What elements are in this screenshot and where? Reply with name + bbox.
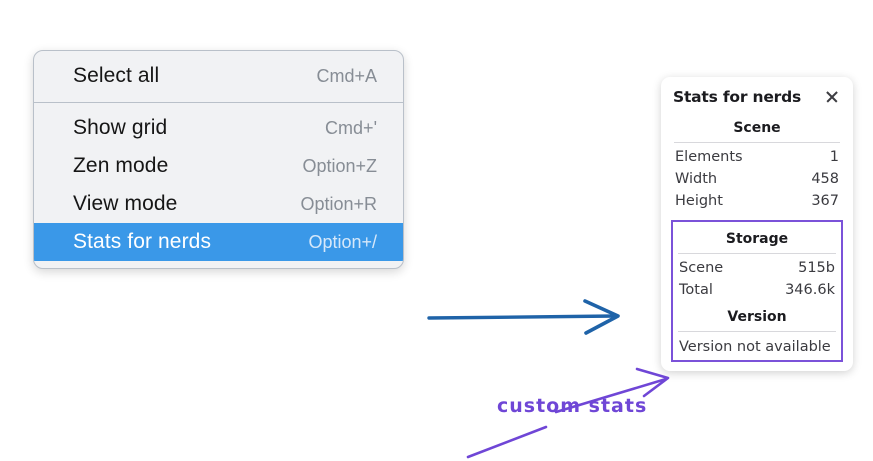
purple-underline-stroke [466, 425, 548, 459]
scene-section-divider [674, 142, 840, 143]
menu-item-label: Select all [73, 64, 160, 87]
stat-key: Width [675, 171, 718, 187]
menu-item-shortcut: Cmd+A [316, 65, 377, 86]
close-icon[interactable] [824, 89, 840, 105]
stats-panel-header: Stats for nerds [672, 86, 842, 112]
menu-item-shortcut: Option+Z [302, 155, 377, 176]
menu-item-label: Stats for nerds [73, 230, 212, 253]
stats-for-nerds-panel: Stats for nerds Scene Elements 1 Width 4… [661, 77, 853, 371]
menu-item-show-grid[interactable]: Show grid Cmd+' [34, 109, 403, 147]
stat-value: 458 [811, 171, 839, 187]
stat-row-storage-scene: Scene 515b [676, 257, 838, 279]
stat-row-storage-total: Total 346.6k [676, 279, 838, 301]
menu-item-view-mode[interactable]: View mode Option+R [34, 185, 403, 223]
storage-section-heading: Storage [725, 231, 789, 247]
stat-row-elements: Elements 1 [672, 146, 842, 168]
scene-section-heading: Scene [733, 120, 781, 136]
custom-stats-annotation-label: custom stats [497, 395, 648, 417]
menu-item-shortcut: Cmd+' [325, 117, 377, 138]
version-section-heading: Version [727, 309, 787, 325]
stat-value: 515b [798, 260, 835, 276]
stat-value: 346.6k [785, 282, 835, 298]
stat-row-width: Width 458 [672, 168, 842, 190]
stat-value: 367 [811, 193, 839, 209]
context-menu: Select all Cmd+A Show grid Cmd+' Zen mod… [33, 50, 404, 269]
menu-item-stats-for-nerds[interactable]: Stats for nerds Option+/ [34, 223, 403, 261]
storage-section-divider [678, 253, 836, 254]
stat-key: Scene [679, 260, 724, 276]
menu-item-shortcut: Option+/ [308, 231, 377, 252]
stats-panel-title: Stats for nerds [673, 88, 802, 106]
blue-arrow-icon [427, 299, 620, 335]
menu-group-1: Select all Cmd+A [34, 51, 403, 102]
menu-item-select-all[interactable]: Select all Cmd+A [34, 57, 403, 95]
stat-key: Height [675, 193, 723, 209]
version-section-divider [678, 331, 836, 332]
menu-item-label: Zen mode [73, 154, 169, 177]
menu-item-shortcut: Option+R [300, 193, 377, 214]
stat-key: Total [679, 282, 713, 298]
custom-stats-highlight-box: Storage Scene 515b Total 346.6k Version … [671, 220, 843, 362]
stat-value: 1 [829, 149, 839, 165]
menu-item-label: View mode [73, 192, 178, 215]
menu-item-zen-mode[interactable]: Zen mode Option+Z [34, 147, 403, 185]
stat-row-height: Height 367 [672, 190, 842, 212]
version-note: Version not available [679, 339, 831, 355]
menu-group-2: Show grid Cmd+' Zen mode Option+Z View m… [34, 102, 403, 268]
menu-item-label: Show grid [73, 116, 168, 139]
stat-key: Elements [675, 149, 743, 165]
